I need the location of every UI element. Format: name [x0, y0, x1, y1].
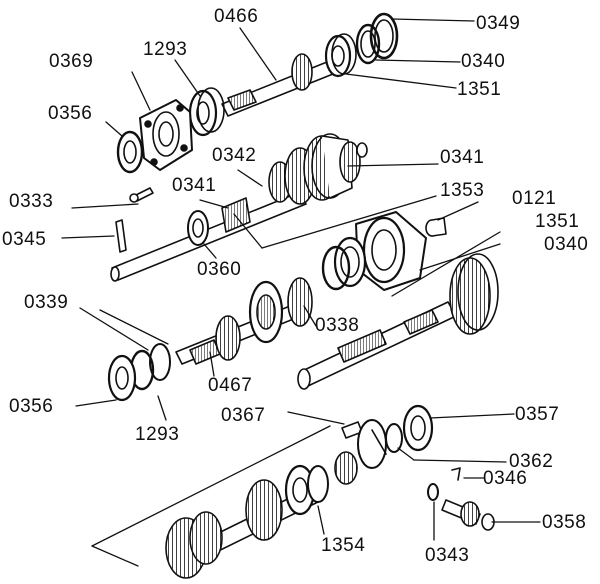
- callout-0360: 0360: [197, 259, 242, 280]
- callout-1293-bottom: 1293: [135, 424, 180, 445]
- callout-1293-top: 1293: [143, 39, 188, 60]
- callout-0342: 0342: [212, 145, 257, 166]
- callout-0343: 0343: [425, 545, 470, 566]
- callout-0333: 0333: [9, 191, 54, 212]
- callout-0345: 0345: [2, 229, 47, 250]
- callout-0356-bottom: 0356: [9, 396, 54, 417]
- callout-0356-top: 0356: [48, 103, 93, 124]
- callout-0367: 0367: [221, 405, 266, 426]
- countershaft-assembly: [110, 133, 368, 282]
- callout-0346: 0346: [483, 468, 528, 489]
- callout-0358: 0358: [542, 512, 587, 533]
- input-shaft-assembly: [221, 12, 399, 117]
- reverse-idler-assembly: [165, 464, 329, 579]
- callout-0339: 0339: [24, 292, 69, 313]
- callout-0340-top: 0340: [461, 51, 506, 72]
- callout-0467: 0467: [208, 375, 253, 396]
- callout-0338: 0338: [315, 315, 360, 336]
- callout-0357: 0357: [515, 404, 560, 425]
- callout-1353: 1353: [440, 180, 485, 201]
- callout-0466: 0466: [214, 6, 259, 27]
- callout-0340-mid: 0340: [544, 234, 589, 255]
- callout-1351-mid: 1351: [535, 211, 580, 232]
- callout-0362: 0362: [509, 451, 554, 472]
- rear-bearing-housing: [321, 211, 447, 291]
- callout-0121: 0121: [512, 188, 557, 209]
- speedometer-drive-assembly: [334, 404, 495, 531]
- callout-0369: 0369: [49, 51, 94, 72]
- callout-0349: 0349: [476, 13, 521, 34]
- callout-1354: 1354: [321, 535, 366, 556]
- callout-0341-mid: 0341: [172, 175, 217, 196]
- mainshaft-assembly: [107, 253, 499, 402]
- callout-1351-top: 1351: [457, 79, 502, 100]
- callout-0341-right: 0341: [440, 147, 485, 168]
- front-cover-assembly: [116, 87, 225, 203]
